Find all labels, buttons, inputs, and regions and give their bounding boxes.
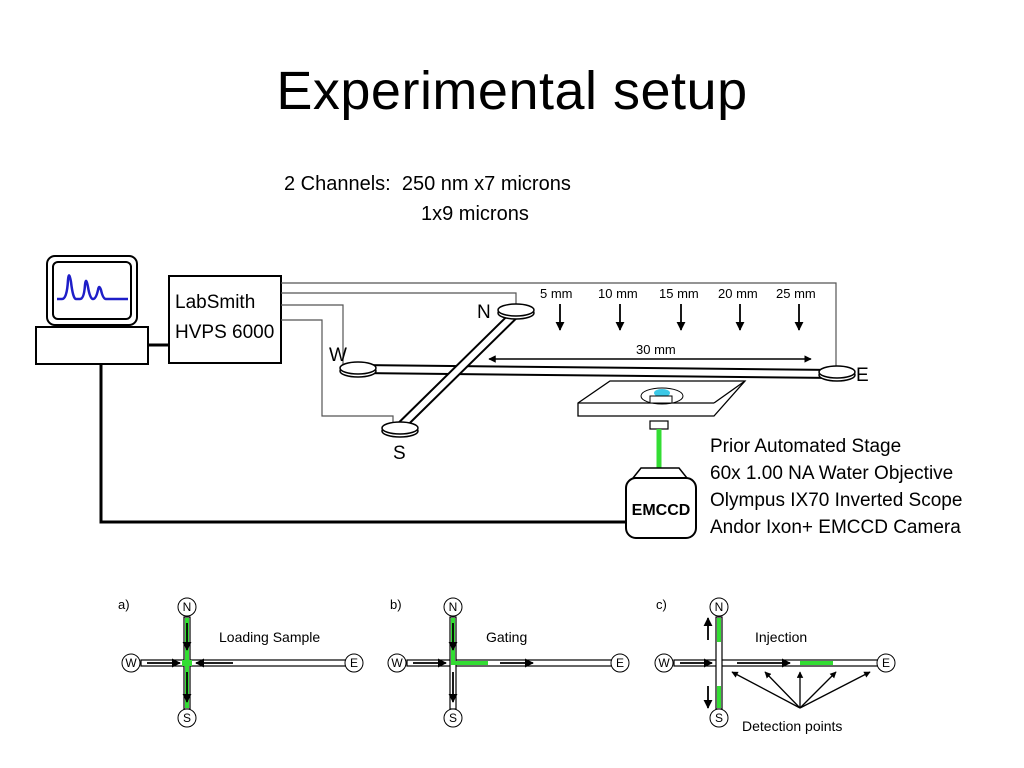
port-n <box>443 597 463 617</box>
port-letter: E <box>616 656 624 670</box>
port-letter: E <box>882 656 890 670</box>
port-letter: N <box>449 600 458 614</box>
slide-title: Experimental setup <box>276 61 748 121</box>
wire-east <box>281 282 837 370</box>
detection-points-label: Detection points <box>742 718 842 734</box>
port-letter: S <box>449 711 457 725</box>
port-n <box>177 597 197 617</box>
hvps-box <box>168 275 282 364</box>
detection-markers: 5 mm 10 mm 15 mm 20 mm 25 mm 30 mm <box>488 286 816 363</box>
detection-pointer <box>799 671 837 709</box>
port-label-west: W <box>329 345 347 366</box>
channels-label: 2 Channels: <box>284 173 391 195</box>
channel-dimension-2: 1x9 microns <box>421 203 529 225</box>
camera-label: EMCCD <box>632 502 691 519</box>
distance-label-5mm: 5 mm <box>540 286 573 301</box>
panel-caption: Injection <box>755 629 807 645</box>
distance-label-20mm: 20 mm <box>718 286 758 301</box>
injected-sample-band <box>800 661 833 665</box>
microscope: EMCCD <box>577 380 747 539</box>
port-n <box>709 597 729 617</box>
data-cables <box>99 343 626 524</box>
equipment-item: 60x 1.00 NA Water Objective <box>710 463 953 484</box>
port-letter: S <box>183 711 191 725</box>
port-w <box>654 653 674 673</box>
channel-diagonal <box>396 310 519 431</box>
distance-label-25mm: 25 mm <box>776 286 816 301</box>
panel-letter: b) <box>390 597 402 612</box>
camera-cable <box>99 364 626 524</box>
port-letter: S <box>715 711 723 725</box>
port-s <box>709 708 729 728</box>
port-letter: N <box>183 600 192 614</box>
detection-pointer <box>764 671 801 709</box>
hvps-label-1: LabSmith <box>175 292 255 313</box>
hvps: LabSmith HVPS 6000 <box>168 275 282 364</box>
wire-south <box>281 319 394 426</box>
port-w <box>121 653 141 673</box>
objective <box>649 420 669 430</box>
microchip: N W E S <box>329 302 869 464</box>
panel-gating: b) N S W E <box>387 597 630 728</box>
port-letter: N <box>715 600 724 614</box>
equipment-item: Olympus IX70 Inverted Scope <box>710 490 962 511</box>
panel-loading-sample: a) N S W E <box>118 597 364 728</box>
equipment-item: Prior Automated Stage <box>710 436 901 457</box>
hvps-label-2: HVPS 6000 <box>175 322 274 343</box>
channels-line-2: 1x9 microns <box>421 203 529 226</box>
distance-label-15mm: 15 mm <box>659 286 699 301</box>
port-s <box>443 708 463 728</box>
sample-gated-band <box>451 661 488 665</box>
distance-label-10mm: 10 mm <box>598 286 638 301</box>
panel-caption: Gating <box>486 629 527 645</box>
port-letter: W <box>125 656 137 670</box>
port-e <box>344 653 364 673</box>
port-w <box>387 653 407 673</box>
sample-intersection <box>182 660 192 666</box>
port-e <box>610 653 630 673</box>
electrode-wires <box>281 282 837 426</box>
channel-length-label: 30 mm <box>636 342 676 357</box>
port-letter: W <box>391 656 403 670</box>
signal-trace <box>57 274 128 301</box>
objective-tip <box>649 395 673 404</box>
port-s <box>177 708 197 728</box>
equipment-list: Prior Automated Stage 60x 1.00 NA Water … <box>710 436 962 538</box>
equipment-item: Andor Ixon+ EMCCD Camera <box>710 517 961 538</box>
panel-letter: a) <box>118 597 130 612</box>
panel-letter: c) <box>656 597 667 612</box>
detection-pointer <box>799 671 871 709</box>
channel-horizontal <box>357 366 837 377</box>
channels-line-1: 2 Channels: 250 nm x7 microns <box>284 173 571 196</box>
channel-dimension-1: 250 nm x7 microns <box>401 173 571 195</box>
computer <box>35 255 149 365</box>
monitor-screen <box>52 261 132 320</box>
panel-injection: c) <box>654 597 896 734</box>
panel-caption: Loading Sample <box>219 629 320 645</box>
detection-pointer <box>731 671 801 709</box>
wire-west <box>281 304 344 368</box>
port-label-north: N <box>477 302 491 323</box>
port-letter: W <box>658 656 670 670</box>
port-e <box>876 653 896 673</box>
camera-lens <box>631 467 689 479</box>
sample-north-remnant <box>717 618 721 642</box>
emccd-camera <box>625 477 697 539</box>
port-letter: E <box>350 656 358 670</box>
sample-south-remnant <box>717 686 721 708</box>
sample-spot <box>654 389 670 397</box>
computer-base <box>35 326 149 365</box>
port-label-south: S <box>393 443 406 464</box>
port-label-east: E <box>856 365 869 386</box>
